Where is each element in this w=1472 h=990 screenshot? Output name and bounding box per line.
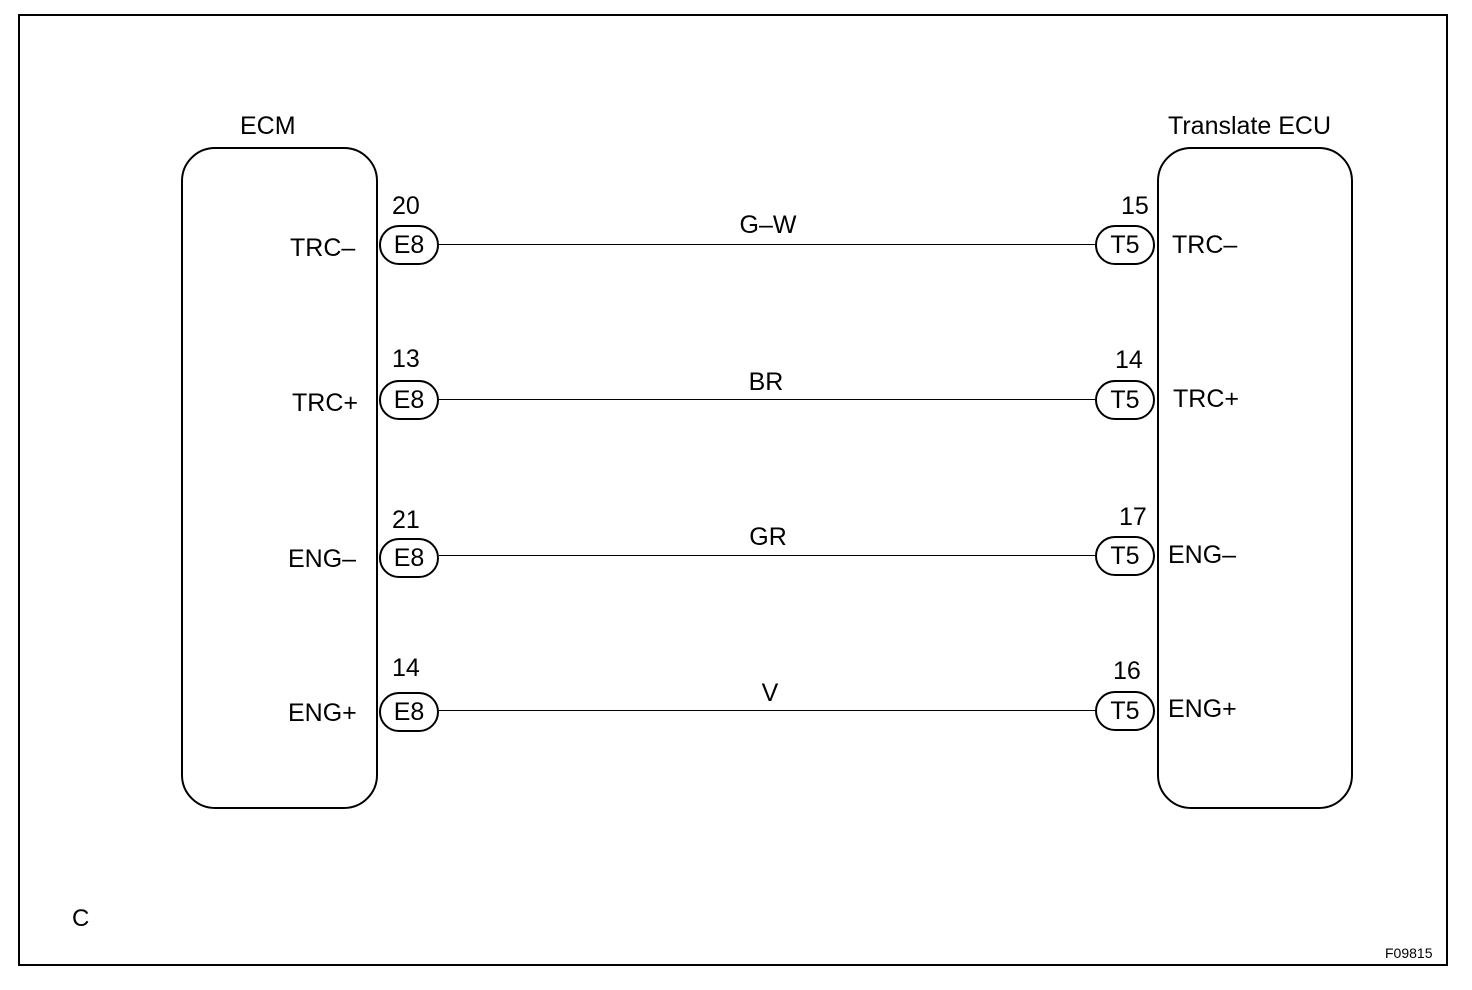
- wire-color-label: G–W: [739, 211, 797, 239]
- ecu-pin-number: 15: [1121, 192, 1149, 220]
- ecu-signal-label: ENG+: [1168, 695, 1237, 723]
- ecm-pin-number: 13: [392, 345, 420, 373]
- wire: [439, 555, 1095, 556]
- ecm-signal-label: ENG–: [288, 545, 357, 573]
- ecm-connector: E8: [379, 692, 439, 732]
- ecu-connector: T5: [1095, 536, 1155, 576]
- wire-color-label: GR: [749, 523, 787, 551]
- ecm-connector: E8: [379, 225, 439, 265]
- ecm-box: [181, 147, 378, 809]
- corner-label: C: [72, 905, 90, 932]
- wire: [439, 710, 1095, 711]
- ecu-signal-label: TRC+: [1173, 385, 1239, 413]
- ecu-signal-label: ENG–: [1168, 541, 1237, 569]
- ecm-pin-number: 21: [392, 506, 420, 534]
- wire-color-label: V: [761, 679, 779, 707]
- wire: [439, 399, 1095, 400]
- ecu-box: [1157, 147, 1353, 809]
- ecu-connector: T5: [1095, 380, 1155, 420]
- ecm-title: ECM: [240, 112, 296, 140]
- ecm-signal-label: ENG+: [288, 699, 357, 727]
- wire-color-label: BR: [748, 368, 784, 396]
- ecm-pin-number: 20: [392, 192, 420, 220]
- ecm-pin-number: 14: [392, 654, 420, 682]
- ecu-connector: T5: [1095, 691, 1155, 731]
- ecu-pin-number: 16: [1113, 657, 1141, 685]
- ecu-pin-number: 17: [1119, 503, 1147, 531]
- ecu-title: Translate ECU: [1168, 112, 1332, 140]
- ecm-signal-label: TRC+: [292, 389, 358, 417]
- diagram-frame: [18, 14, 1448, 966]
- ecm-connector: E8: [379, 538, 439, 578]
- wire: [439, 244, 1095, 245]
- ecm-signal-label: TRC–: [290, 234, 356, 262]
- ecu-pin-number: 14: [1115, 346, 1143, 374]
- figure-code: F09815: [1385, 945, 1433, 961]
- ecm-connector: E8: [379, 380, 439, 420]
- ecu-connector: T5: [1095, 225, 1155, 265]
- ecu-signal-label: TRC–: [1172, 231, 1238, 259]
